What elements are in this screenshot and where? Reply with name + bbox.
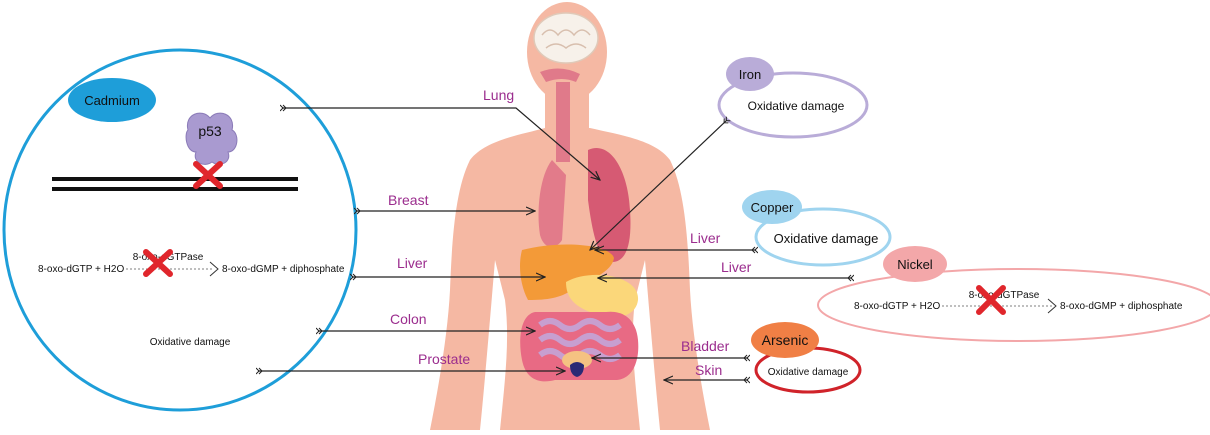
inhibition-x-icon — [196, 164, 220, 186]
arsenic-panel: Arsenic Oxidative damage — [751, 322, 860, 392]
nickel-reaction-substrate: 8-oxo-dGTP + H2O — [854, 301, 940, 312]
nickel-label: Nickel — [897, 257, 933, 272]
cadmium-reaction-substrate: 8-oxo-dGTP + H2O — [38, 264, 124, 275]
organ-label-lung: Lung — [483, 87, 514, 103]
copper-effect: Oxidative damage — [774, 231, 879, 246]
copper-panel: Copper Oxidative damage — [742, 190, 890, 265]
cadmium-label: Cadmium — [84, 93, 140, 108]
p53-label: p53 — [198, 123, 222, 139]
organ-label-breast: Breast — [388, 192, 429, 208]
iron-effect: Oxidative damage — [748, 99, 845, 113]
arsenic-effect: Oxidative damage — [768, 367, 849, 378]
nickel-reaction-product: 8-oxo-dGMP + diphosphate — [1060, 301, 1183, 312]
nickel-panel: Nickel 8-oxo-dGTP + H2O 8-oxo-dGTPase 8-… — [818, 246, 1210, 341]
organ-label-liver-copper: Liver — [690, 230, 721, 246]
cadmium-panel: Cadmium p53 8-oxo-dGTP + H2O 8-oxo-dGTPa… — [4, 50, 356, 410]
organ-label-colon: Colon — [390, 311, 427, 327]
iron-label: Iron — [739, 67, 761, 82]
dna-strand-bottom — [52, 187, 298, 191]
iron-panel: Iron Oxidative damage — [719, 57, 867, 137]
organ-label-liver-nickel: Liver — [721, 259, 752, 275]
organ-label-liver: Liver — [397, 255, 428, 271]
brain-icon — [534, 13, 598, 63]
organ-label-prostate: Prostate — [418, 351, 470, 367]
organ-label-skin: Skin — [695, 362, 722, 378]
arsenic-label: Arsenic — [762, 332, 809, 348]
copper-label: Copper — [751, 200, 794, 215]
dna-strand-top — [52, 177, 298, 181]
organ-label-bladder: Bladder — [681, 338, 730, 354]
cadmium-reaction-product: 8-oxo-dGMP + diphosphate — [222, 264, 345, 275]
cadmium-effect: Oxidative damage — [150, 337, 231, 348]
